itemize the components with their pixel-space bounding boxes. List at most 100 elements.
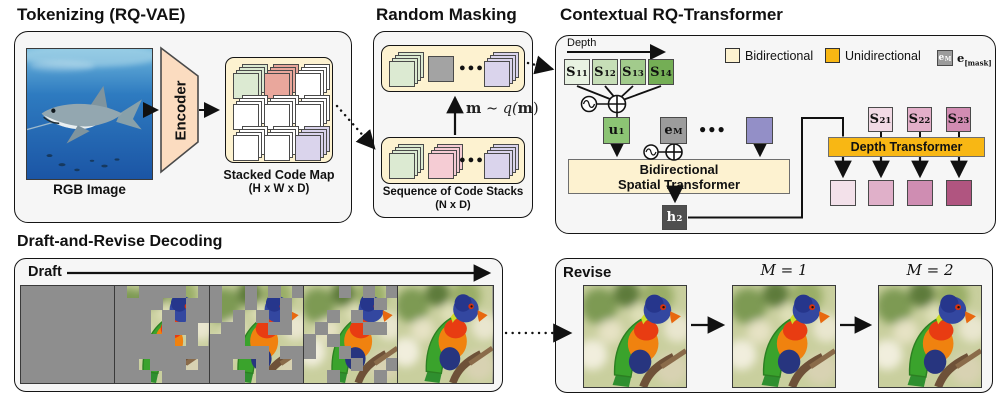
h2-base: h (666, 210, 677, 225)
draft-label: Draft (28, 264, 62, 280)
gray-mask-patch (126, 358, 140, 371)
spatial-line1: Bidirectional (639, 161, 719, 177)
s22-sub: 22 (918, 116, 931, 127)
gray-mask-patch (21, 358, 34, 371)
gray-mask-patch (21, 346, 34, 359)
gray-mask-patch (79, 297, 93, 311)
gray-mask-patch (197, 297, 209, 311)
gray-mask-patch (44, 370, 57, 383)
gray-mask-patch (339, 286, 352, 299)
gray-mask-patch (32, 321, 45, 335)
gray-mask-patch (232, 321, 246, 335)
u1-base: u (608, 123, 619, 138)
gray-mask-patch (150, 346, 163, 359)
code-map-cell-red (264, 64, 299, 99)
stack-card (264, 135, 290, 161)
green-code-stack (389, 144, 424, 179)
gray-mask-patch (244, 297, 258, 311)
gray-mask-patch (150, 286, 163, 299)
gray-mask-patch (386, 358, 398, 371)
gray-mask-patch (103, 334, 115, 347)
gray-mask-patch (115, 297, 128, 311)
gray-mask-patch (268, 370, 281, 383)
gray-mask-patch (79, 346, 93, 359)
gray-mask-patch (44, 346, 57, 359)
gray-mask-patch (209, 358, 222, 371)
ellipsis-stacks: ●●● (459, 154, 485, 166)
gray-mask-patch (162, 370, 175, 383)
gray-mask-patch (21, 334, 34, 347)
gray-mask-patch (126, 346, 140, 359)
gray-mask-patch (138, 370, 151, 383)
gray-mask-patch (115, 321, 128, 335)
gray-mask-patch (138, 346, 151, 359)
gray-mask-patch (21, 297, 34, 311)
stack-card (389, 61, 415, 87)
u1-sub: 1 (618, 127, 625, 138)
legend-em-sub: M (944, 56, 952, 63)
gray-mask-patch (362, 286, 375, 299)
gray-mask-patch (67, 286, 81, 299)
gray-mask-patch (126, 309, 140, 323)
gray-mask-patch (268, 321, 281, 335)
legend-unidirectional-swatch (825, 48, 840, 63)
encoder-label: Encoder (172, 79, 190, 141)
gray-mask-patch (185, 297, 199, 311)
draft-stage-5 (398, 286, 492, 383)
gray-mask-patch (197, 346, 209, 359)
ellipsis-tokens: ●●● (699, 122, 727, 136)
gray-mask-patch (244, 286, 258, 299)
gray-mask-patch (79, 334, 93, 347)
gray-mask-patch (103, 321, 115, 335)
gray-mask-patch (185, 334, 199, 347)
code-map-cell-white (233, 95, 268, 130)
gray-mask-patch (32, 334, 45, 347)
gray-mask-patch (162, 309, 175, 323)
gray-mask-patch (162, 334, 175, 347)
legend-emask-label: e[mask] (957, 51, 992, 67)
gray-mask-patch (56, 286, 69, 299)
gray-mask-patch (173, 286, 187, 299)
spatial-line2: Spatial Transformer (617, 176, 741, 192)
legend-unidirectional-label: Unidirectional (845, 49, 921, 63)
gray-mask-patch (162, 321, 175, 335)
gray-mask-patch (138, 321, 151, 335)
gray-mask-patch (56, 346, 69, 359)
gray-mask-patch (32, 286, 45, 299)
gray-mask-patch (56, 370, 69, 383)
gray-mask-patch (103, 370, 115, 383)
gray-mask-patch (162, 346, 175, 359)
gray-mask-patch (291, 346, 303, 359)
gray-mask-patch (185, 370, 199, 383)
gray-mask-patch (173, 321, 187, 335)
s13-base: S (622, 64, 632, 80)
gray-mask-patch (67, 309, 81, 323)
gray-mask-patch (173, 370, 187, 383)
ellipsis-stacks: ●●● (459, 62, 485, 74)
gray-mask-patch (115, 346, 128, 359)
gray-mask-patch (291, 370, 303, 383)
depth-output-2 (868, 180, 894, 206)
gray-mask-patch (32, 297, 45, 311)
code-map-cell-green (233, 64, 268, 99)
gray-mask-patch (79, 286, 93, 299)
gray-mask-patch (339, 346, 352, 359)
gray-mask-patch (209, 309, 222, 323)
gray-mask-patch (44, 286, 57, 299)
gray-mask-patch (232, 309, 246, 323)
gray-mask-patch (67, 358, 81, 371)
gray-mask-patch (79, 358, 93, 371)
purple-code-stack (484, 52, 519, 87)
gray-mask-patch (197, 370, 209, 383)
gray-mask-patch (91, 321, 104, 335)
gray-mask-patch (126, 321, 140, 335)
gray-mask-patch (126, 370, 140, 383)
gray-mask-patch (79, 309, 93, 323)
gray-mask-patch (44, 334, 57, 347)
gray-mask-patch (103, 358, 115, 371)
s11-sub: 11 (576, 68, 588, 79)
token-purple (746, 117, 773, 144)
